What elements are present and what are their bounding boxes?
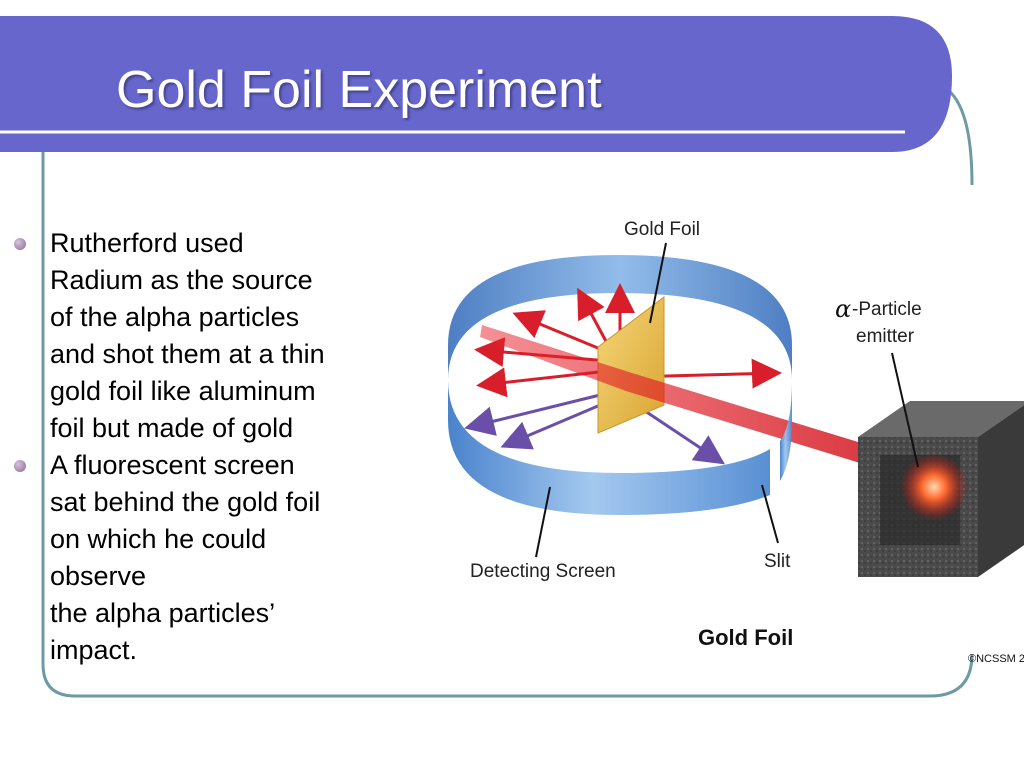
pointer-slit: [761, 484, 779, 544]
diagram-caption: Gold Foil: [698, 625, 793, 650]
frame-outline: [41, 150, 974, 698]
pointer-emitter: [891, 352, 919, 468]
label-emitter-line2: emitter: [856, 326, 915, 347]
bullet-line: gold foil like aluminum: [50, 376, 316, 406]
bullet-line: of the alpha particles: [50, 302, 300, 332]
header-band: [0, 16, 952, 152]
particle-path: [464, 393, 601, 436]
bullet-line: observe: [50, 561, 147, 591]
emitter-top-face: [858, 401, 1024, 437]
detecting-screen-back: [448, 255, 792, 380]
pointer-detecting-screen: [535, 486, 551, 558]
bullet-item: Rutherford used Radium as the source of …: [10, 225, 410, 447]
emitter-side-face: [978, 405, 1024, 577]
particle-path: [577, 287, 610, 346]
frame-right-edge: [946, 88, 974, 186]
bullet-line: Radium as the source: [50, 265, 313, 295]
particle-path: [500, 401, 606, 450]
label-emitter-line1: -Particle: [852, 299, 922, 320]
bullet-line: A fluorescent screen: [50, 450, 295, 480]
alpha-emitter-box: [858, 401, 1024, 577]
copyright-notice: ©NCSSM 2: [968, 653, 1024, 665]
slide-title: Gold Foil Experiment: [116, 61, 602, 119]
detecting-screen-right: [780, 380, 792, 481]
bullet-line: foil but made of gold: [50, 413, 294, 443]
label-gold-foil: Gold Foil: [624, 219, 700, 240]
bullet-list: Rutherford used Radium as the source of …: [10, 225, 410, 669]
gold-foil-diagram: Gold Foil α -Particle emitter Detecting …: [448, 219, 1024, 665]
bullet-dot-icon: [14, 238, 26, 250]
label-alpha-symbol: α: [835, 295, 851, 323]
bullet-dot-icon: [14, 460, 26, 472]
label-slit: Slit: [764, 551, 791, 572]
bullet-line: sat behind the gold foil: [50, 487, 321, 517]
bullet-line: Rutherford used: [50, 228, 244, 258]
bullet-line: and shot them at a thin: [50, 339, 325, 369]
pointer-gold-foil: [649, 242, 667, 324]
bullet-line: on which he could: [50, 524, 267, 554]
bullet-line: impact.: [50, 635, 138, 665]
alpha-beam: [480, 325, 940, 487]
particle-path: [512, 310, 611, 355]
detecting-screen-front: [448, 380, 770, 515]
bullet-line: the alpha particles’: [50, 598, 276, 628]
gold-foil-sheet: [597, 295, 665, 434]
label-detecting-screen: Detecting Screen: [470, 561, 616, 582]
emitter-glow-icon: [900, 453, 968, 521]
bullet-item: A fluorescent screen sat behind the gold…: [10, 447, 410, 669]
